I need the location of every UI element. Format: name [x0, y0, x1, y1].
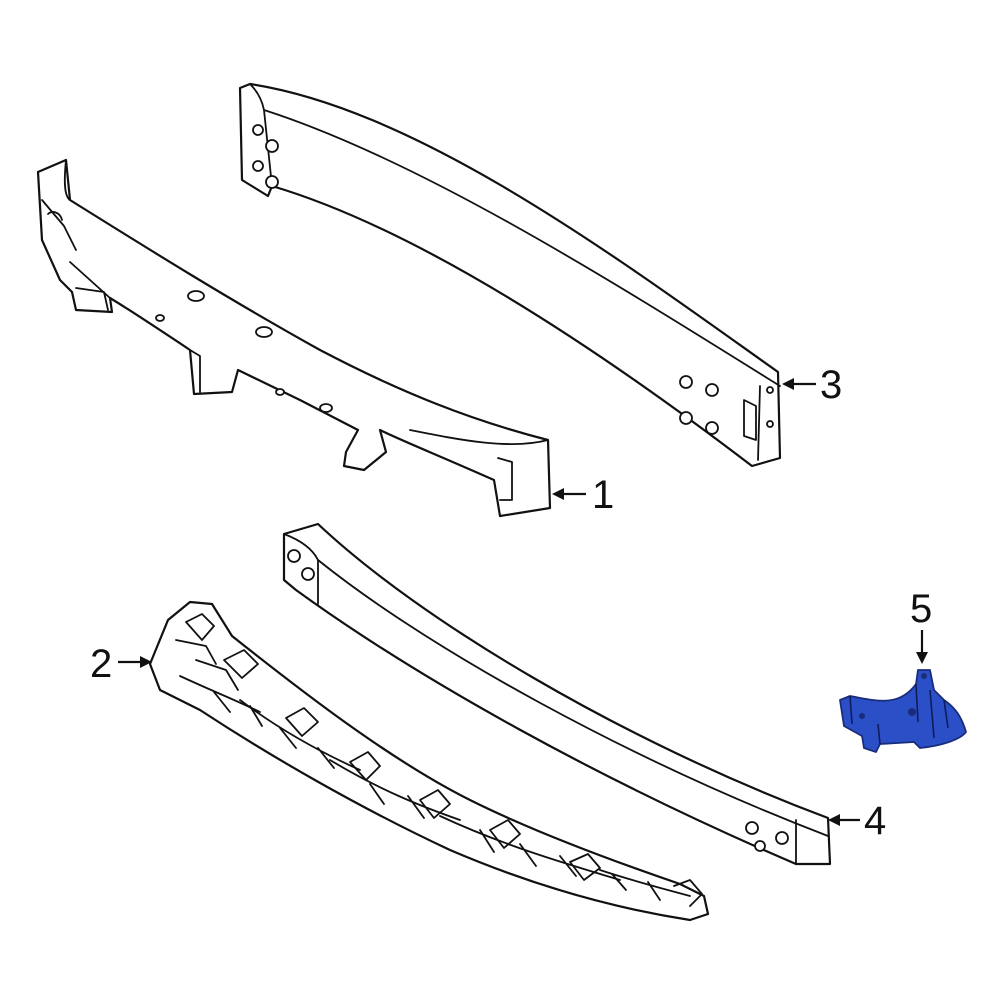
part-1-energy-absorber[interactable] — [36, 158, 552, 518]
callout-4-label: 4 — [864, 799, 886, 843]
part-4-lower-beam[interactable] — [282, 522, 832, 866]
callout-2-label: 2 — [90, 642, 112, 686]
callout-5-label: 5 — [910, 587, 932, 631]
part-3-reinforcement-beam[interactable] — [238, 82, 782, 468]
callout-4: 4 — [828, 799, 886, 843]
callout-1-label: 1 — [592, 473, 614, 517]
part-2-lower-absorber[interactable] — [148, 600, 710, 922]
callout-2: 2 — [90, 642, 152, 686]
callout-3: 3 — [782, 363, 842, 407]
callout-5: 5 — [910, 587, 932, 664]
callout-1: 1 — [552, 473, 614, 517]
callout-3-label: 3 — [820, 363, 842, 407]
part-5-bracket[interactable] — [839, 669, 967, 753]
